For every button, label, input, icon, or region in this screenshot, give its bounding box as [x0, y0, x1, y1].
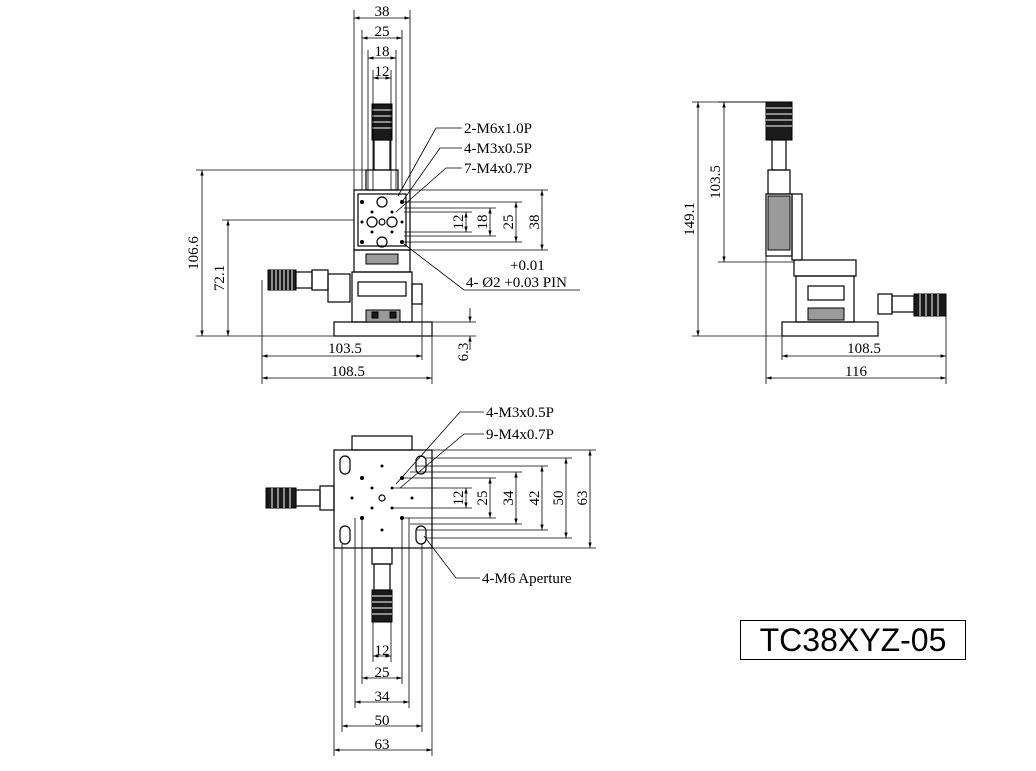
- front-callout-m3: 4-M3x0.5P: [464, 141, 532, 157]
- pin-tolerance: +0.01: [510, 258, 545, 274]
- top-rdim-34: 34: [501, 490, 517, 506]
- top-rdim-25: 25: [475, 491, 491, 506]
- front-height-total: 106.6: [186, 236, 202, 270]
- top-rdim-12: 12: [451, 491, 467, 506]
- top-callout-m3: 4-M3x0.5P: [486, 405, 554, 421]
- top-view: 4-M3x0.5P 9-M4x0.7P 4-M6 Aperture 12 25 …: [265, 405, 596, 756]
- front-rdim-25: 25: [501, 215, 517, 230]
- front-dim-38: 38: [375, 4, 390, 20]
- front-rdim-38: 38: [527, 215, 543, 230]
- top-bdim-50: 50: [375, 713, 390, 729]
- front-width-outer: 108.5: [331, 364, 365, 380]
- top-rdim-63: 63: [575, 491, 591, 506]
- side-width-outer: 116: [845, 364, 867, 380]
- front-dim-12: 12: [375, 64, 390, 80]
- front-callout-m4: 7-M4x0.7P: [464, 161, 532, 177]
- front-callout-m6: 2-M6x1.0P: [464, 121, 532, 137]
- top-bdim-63: 63: [375, 737, 390, 753]
- top-bdim-12: 12: [375, 643, 390, 659]
- side-width-inner: 108.5: [847, 341, 881, 357]
- model-title: TC38XYZ-05: [740, 620, 966, 660]
- front-rdim-12: 12: [451, 215, 467, 230]
- front-rdim-18: 18: [475, 215, 491, 230]
- top-rdim-50: 50: [551, 491, 567, 506]
- front-height-mid: 72.1: [212, 265, 228, 291]
- side-view: 149.1 103.5 108.5 116: [682, 101, 947, 384]
- front-dim-25: 25: [375, 24, 390, 40]
- top-bdim-34: 34: [375, 689, 391, 705]
- front-width-inner: 103.5: [328, 341, 362, 357]
- top-callout-aperture: 4-M6 Aperture: [482, 571, 572, 587]
- base-thickness: 6.3: [456, 343, 472, 362]
- side-height-total: 149.1: [682, 202, 698, 236]
- top-bdim-25: 25: [375, 665, 390, 681]
- front-dim-18: 18: [375, 44, 390, 60]
- top-callout-m4: 9-M4x0.7P: [486, 427, 554, 443]
- top-rdim-42: 42: [527, 491, 543, 506]
- side-height-upper: 103.5: [708, 165, 724, 199]
- pin-label: 4- Ø2 +0.03 PIN: [466, 275, 567, 291]
- front-view: 38 25 18 12 2-M6x1.0P 4-M3x0.5P 7-M4x0.7…: [186, 4, 580, 384]
